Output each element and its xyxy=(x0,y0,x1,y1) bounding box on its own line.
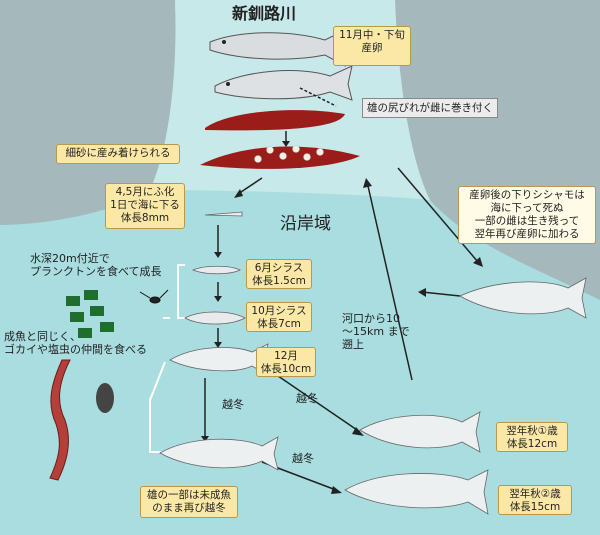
copepod-icon xyxy=(139,289,169,304)
adult-food-note: 成魚と同じく、 ゴカイや塩虫の仲間を食べる xyxy=(4,330,147,356)
spawning-fish xyxy=(209,29,353,101)
spawn-time-box: 11月中・下旬 産卵 xyxy=(333,26,411,66)
coastal-label: 沿岸域 xyxy=(280,214,331,234)
brackets xyxy=(149,264,185,453)
overwinter-label-2: 越冬 xyxy=(296,392,318,405)
december-box: 12月 体長10cm xyxy=(256,347,316,377)
isopod-icon xyxy=(96,383,114,413)
migration-note: 河口から10 ～15km まで 遡上 xyxy=(342,312,410,351)
june-box: 6月シラス 体長1.5cm xyxy=(246,259,312,289)
larvae xyxy=(184,211,246,325)
eggs xyxy=(254,145,324,163)
year1-box: 翌年秋①歳 体長12cm xyxy=(496,422,568,452)
right-river-bank xyxy=(395,0,600,300)
eggs-sand-box: 細砂に産み着けられる xyxy=(56,144,180,164)
river-label: 新釧路川 xyxy=(232,4,297,23)
after-spawn-box: 産卵後の下りシシャモは 海に下って死ぬ 一部の雌は生き残って 翌年再び産卵に加わ… xyxy=(458,186,596,244)
overwinter-label-1: 越冬 xyxy=(222,398,244,411)
worm-icon xyxy=(49,359,71,481)
left-river-bank xyxy=(0,0,176,225)
arrow-heads xyxy=(201,141,483,494)
immature-note-box: 雄の一部は未成魚 のまま再び越冬 xyxy=(140,486,238,518)
fish-group xyxy=(159,277,587,515)
october-box: 10月シラス 体長7cm xyxy=(246,302,312,332)
sand-bed-upper xyxy=(205,110,345,131)
male-fin-note: 雄の尻びれが雌に巻き付く xyxy=(362,98,498,118)
plankton-icons xyxy=(66,290,114,338)
plankton-note: 水深20m付近で プランクトンを食べて成長 xyxy=(30,252,162,278)
year2-box: 翌年秋②歳 体長15cm xyxy=(498,485,572,515)
hatch-box: 4,5月にふ化 1日で海に下る 体長8mm xyxy=(105,183,185,229)
overwinter-label-3: 越冬 xyxy=(292,452,314,465)
